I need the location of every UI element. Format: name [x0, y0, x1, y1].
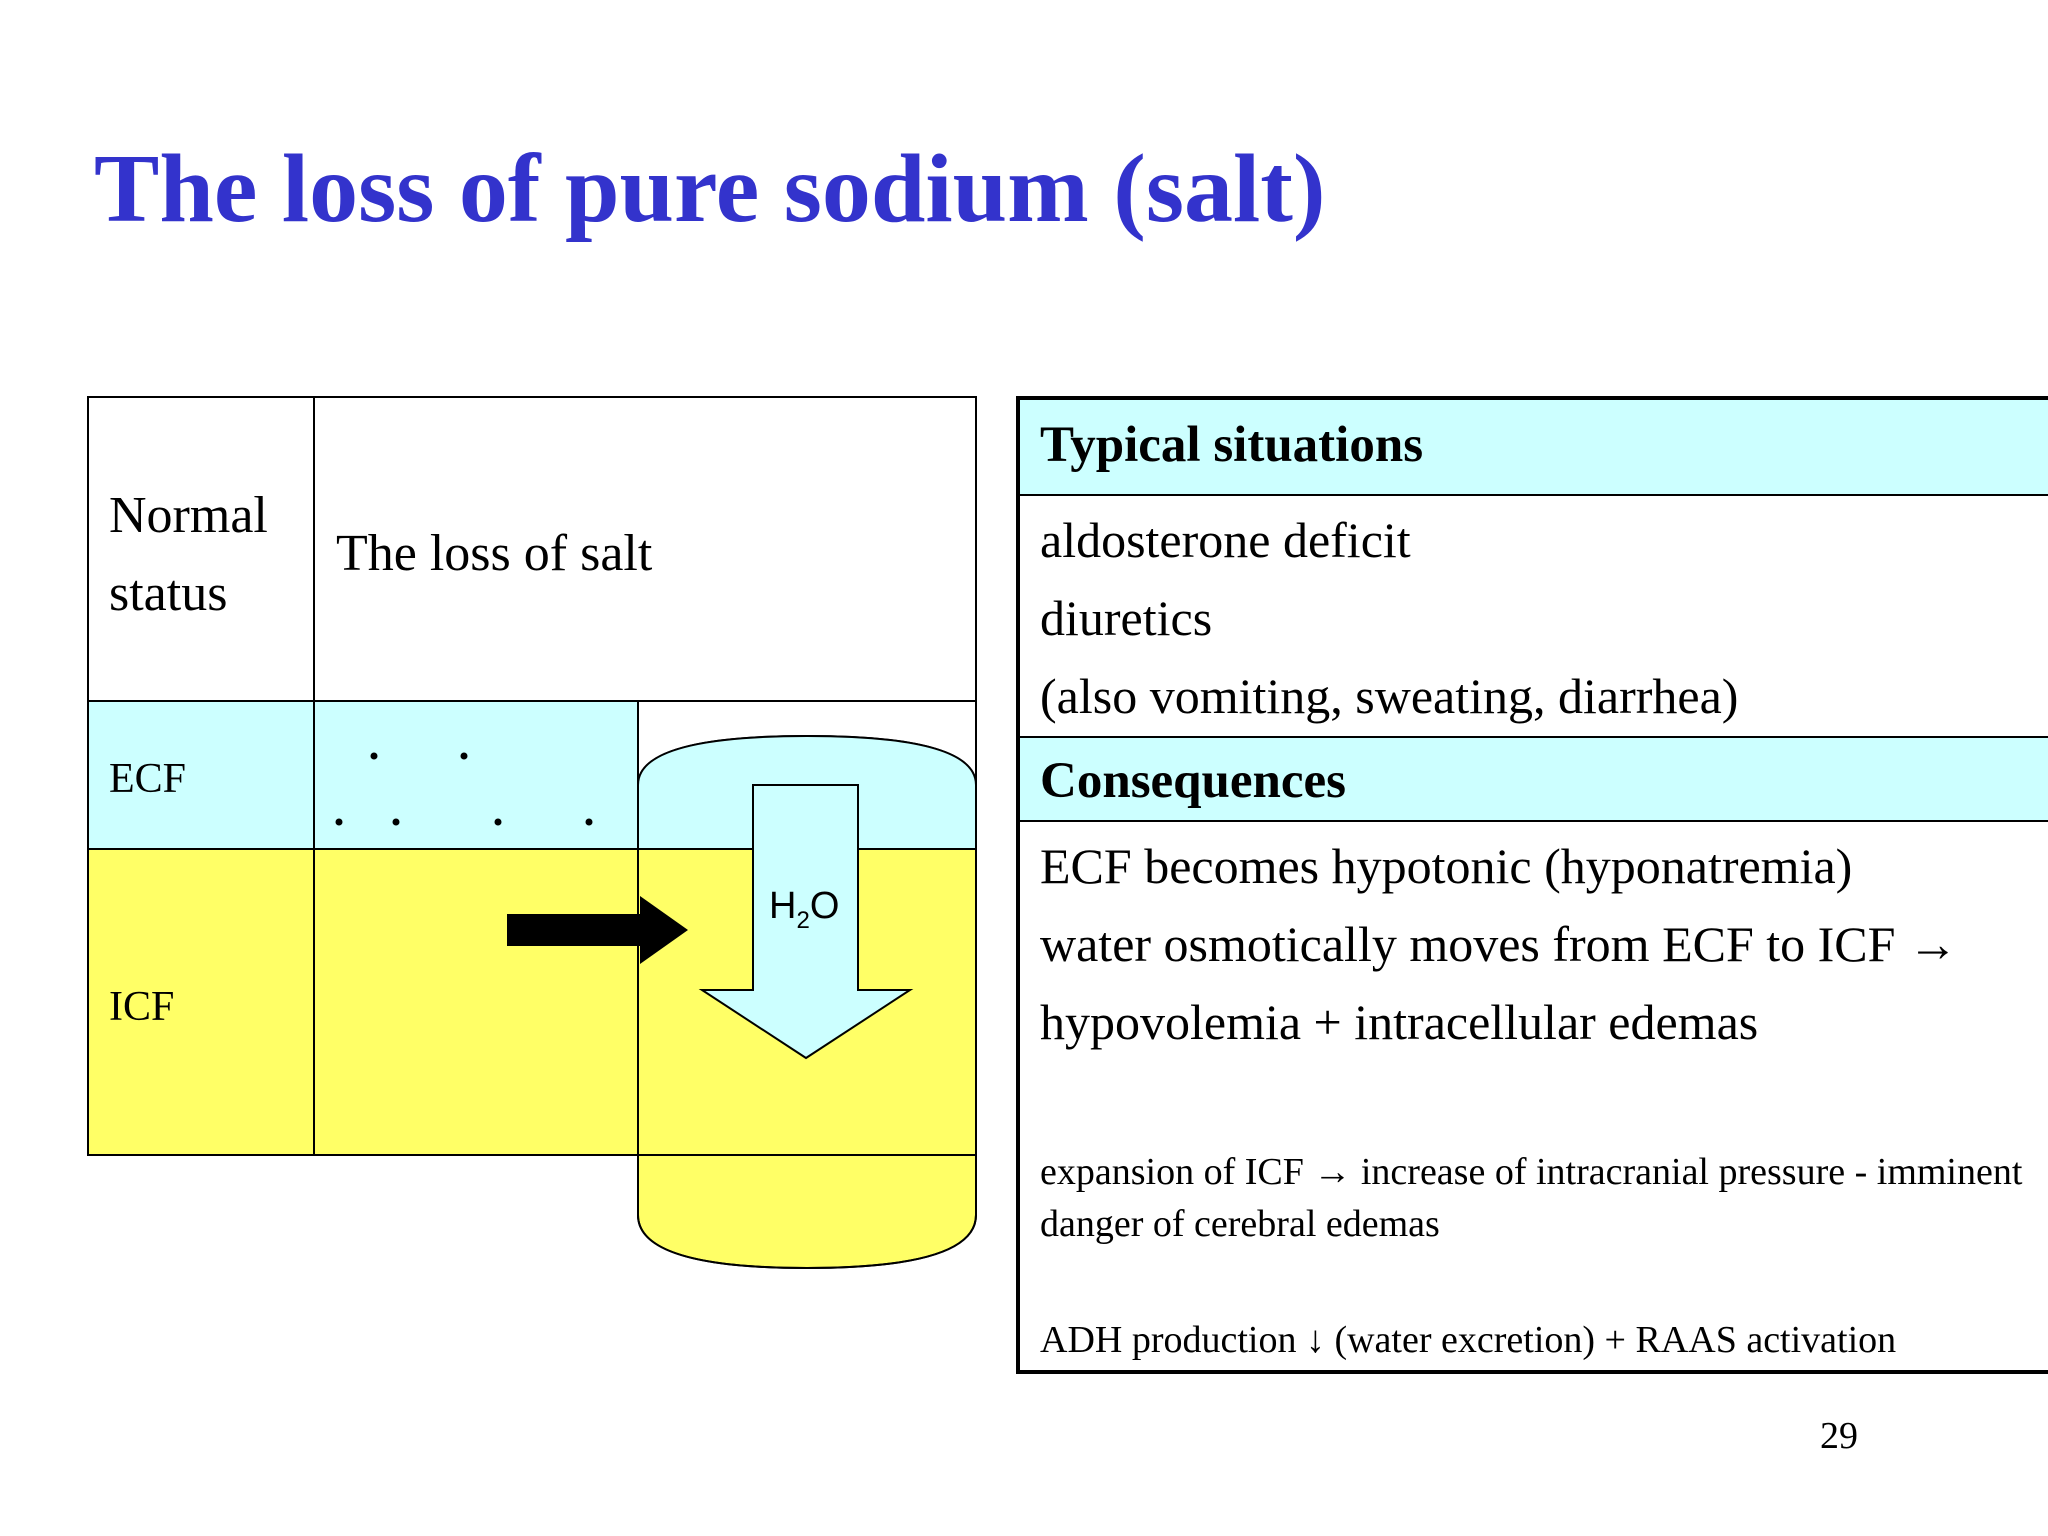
typical-situation-item: (also vomiting, sweating, diarrhea) — [1040, 668, 1739, 724]
slide-title: The loss of pure sodium (salt) — [94, 135, 1326, 243]
salt-loss-header-cell — [313, 396, 977, 702]
normal-ecf-cell — [87, 700, 315, 850]
page-number: 29 — [1820, 1415, 1858, 1457]
ecf-label: ECF — [109, 756, 186, 802]
typical-situation-item: diuretics — [1040, 590, 1213, 646]
info-panel: Typical situations aldosterone deficit d… — [1016, 396, 2048, 1374]
typical-situation-item: aldosterone deficit — [1040, 512, 1411, 568]
salt-particle — [335, 818, 343, 826]
normal-icf-cell — [87, 848, 315, 1156]
consequence-line: water osmotically moves from ECF to ICF … — [1040, 916, 1958, 972]
salt-particle — [494, 818, 502, 826]
salt-particle — [585, 818, 593, 826]
shift-pointer-arrow — [507, 896, 688, 964]
typical-situations-heading: Typical situations — [1020, 400, 2048, 496]
salt-particle — [392, 818, 400, 826]
salt-loss-icf-compartment — [313, 848, 639, 1156]
salt-particles — [335, 752, 593, 826]
consequence-line: ECF becomes hypotonic (hyponatremia) — [1040, 838, 1853, 894]
salt-particle — [370, 752, 378, 760]
icf-label: ICF — [109, 984, 174, 1030]
intracranial-pressure-note: expansion of ICF → increase of intracran… — [1040, 1151, 2023, 1245]
normal-status-label-line2: status — [109, 565, 227, 622]
adh-raas-note: ADH production ↓ (water excretion) + RAA… — [1040, 1319, 1897, 1361]
swollen-cell-outline — [637, 734, 977, 1270]
normal-status-header-cell — [87, 396, 315, 702]
water-label: H2O — [769, 885, 839, 934]
fluid-compartment-diagram: Normal status The loss of salt ECF ICF H… — [87, 396, 977, 1270]
consequences-heading: Consequences — [1020, 736, 2048, 822]
salt-loss-header: The loss of salt — [336, 525, 653, 582]
salt-particle — [460, 752, 468, 760]
water-flow-arrow — [698, 784, 914, 1060]
consequence-line: hypovolemia + intracellular edemas — [1040, 994, 1759, 1050]
salt-loss-ecf-compartment — [313, 700, 639, 850]
normal-status-label-line1: Normal — [109, 487, 268, 544]
